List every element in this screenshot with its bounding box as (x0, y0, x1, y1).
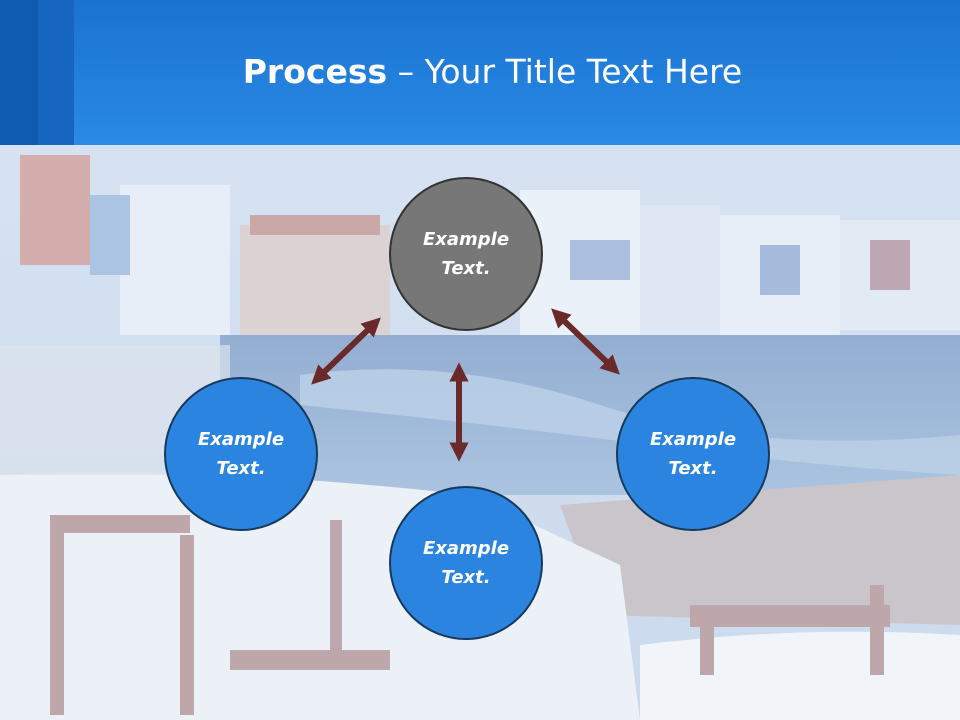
slide-header: Process – Your Title Text Here (0, 0, 960, 145)
process-step-center: Example Text. (389, 177, 543, 331)
process-step-bottom: Example Text. (389, 486, 543, 640)
slide-title: Process – Your Title Text Here (0, 52, 960, 91)
header-stripe-dark (0, 0, 38, 145)
step-right-label: Example Text. (649, 429, 737, 479)
header-stripe-medium (38, 0, 74, 145)
title-rest: – Your Title Text Here (387, 52, 743, 91)
title-bold: Process (242, 52, 388, 91)
process-step-left: Example Text. (164, 377, 318, 531)
step-center-label: Example Text. (422, 229, 510, 279)
step-left-label: Example Text. (197, 429, 285, 479)
step-bottom-label: Example Text. (422, 538, 510, 588)
process-step-right: Example Text. (616, 377, 770, 531)
